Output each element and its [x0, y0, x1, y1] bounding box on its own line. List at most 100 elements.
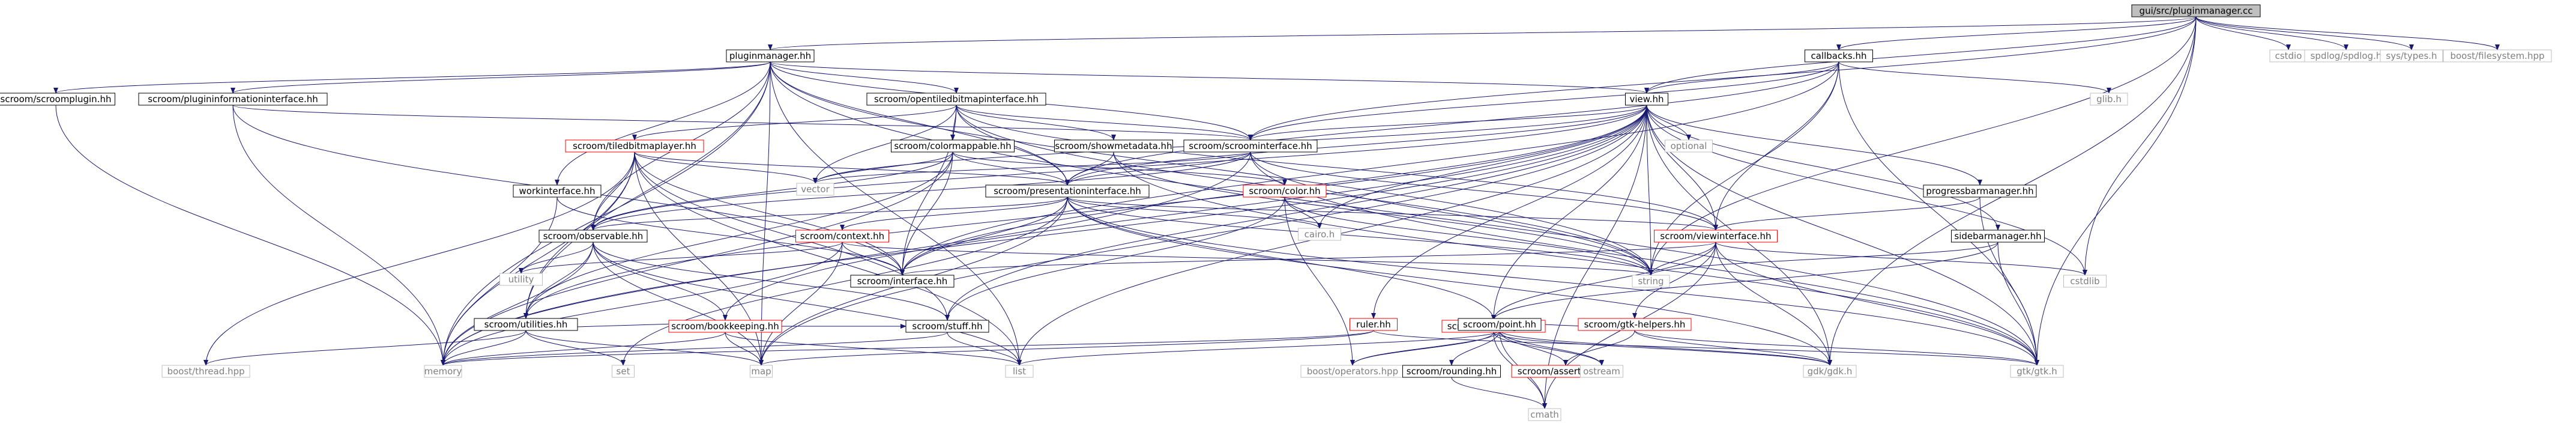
edge-pluginmanager-hh-to-workinterface-hh: [555, 61, 771, 186]
edge-scroom-colormappable-hh-to-memory: [441, 151, 953, 366]
edge-scroom-viewinterface-hh-to-gdk-gdk-h: [1715, 242, 1832, 366]
node-sidebarmanager-hh[interactable]: sidebarmanager.hh: [1951, 230, 2045, 243]
edge-scroom-presentationinterface-hh-to-cairo-h: [1067, 196, 1322, 229]
node-boost-thread-hpp[interactable]: boost/thread.hpp: [161, 365, 250, 378]
edge-scroom-scroominterface-hh-to-scroom-observable-hh: [591, 151, 1251, 231]
node-label: callbacks.hh: [1811, 50, 1866, 61]
edge-scroom-presentationinterface-hh-to-scroom-observable-hh: [591, 196, 1068, 231]
node-list[interactable]: list: [1005, 365, 1034, 378]
edge-scroom-opentiledbitmapinterface-hh-to-scroom-tiledbitmaplayer-hh: [632, 105, 957, 141]
node-callbacks-hh[interactable]: callbacks.hh: [1805, 49, 1873, 62]
node-ostream[interactable]: ostream: [1580, 365, 1623, 378]
node-box: [1803, 365, 1857, 378]
edge-sidebarmanager-hh-to-string: [1648, 242, 1998, 276]
edge-view-hh-to-sidebarmanager-hh: [1646, 105, 2000, 231]
edge-view-hh-to-string: [1646, 105, 1653, 276]
node-boost-operators-hpp[interactable]: boost/operators.hpp: [1300, 365, 1405, 378]
node-scroom-tiledbitmaplayer-hh[interactable]: scroom/tiledbitmaplayer.hh: [565, 139, 704, 153]
node-scroom-viewinterface-hh[interactable]: scroom/viewinterface.hh: [1654, 230, 1778, 243]
edge-scroom-tiledbitmaplayer-hh-to-scroom-interface-hh: [634, 151, 905, 276]
node-label: scroom/scroomplugin.hh: [1, 94, 112, 105]
edge-scroom-scroomplugin-hh-to-memory: [55, 105, 445, 366]
node-vector[interactable]: vector: [796, 183, 834, 196]
edge-scroom-opentiledbitmapinterface-hh-to-scroom-scroominterface-hh: [956, 105, 1253, 141]
edge-view-hh-to-progressbarmanager-hh: [1646, 105, 1982, 186]
node-optional[interactable]: optional: [1665, 139, 1713, 153]
node-set[interactable]: set: [612, 365, 635, 378]
node-cairo-h[interactable]: cairo.h: [1298, 228, 1341, 241]
node-string[interactable]: string: [1632, 275, 1670, 288]
node-cstdio[interactable]: cstdio: [2269, 49, 2308, 62]
node-scroom-gtk-helpers-hh[interactable]: scroom/gtk-helpers.hh: [1578, 318, 1692, 331]
node-label: scroom/color.hh: [1249, 186, 1320, 196]
node-label: boost/thread.hpp: [167, 366, 244, 377]
node-scroom-plugininformationinterface-hh[interactable]: scroom/plugininformationinterface.hh: [138, 93, 328, 106]
node-gui-src-pluginmanager-cc[interactable]: gui/src/pluginmanager.cc: [2131, 4, 2261, 17]
node-scroom-context-hh[interactable]: scroom/context.hh: [795, 230, 889, 243]
edge-scroom-context-hh-to-map: [759, 242, 843, 366]
node-progressbarmanager-hh[interactable]: progressbarmanager.hh: [1923, 184, 2037, 198]
node-box: [1654, 230, 1778, 243]
node-box: [513, 184, 602, 198]
node-boost-filesystem-hpp[interactable]: boost/filesystem.hpp: [2443, 49, 2552, 62]
node-label: gui/src/pluginmanager.cc: [2140, 5, 2253, 16]
edge-scroom-presentationinterface-hh-to-scroom-interface-hh: [900, 196, 1068, 276]
node-scroom-presentationinterface-hh[interactable]: scroom/presentationinterface.hh: [985, 184, 1150, 198]
node-pluginmanager-hh[interactable]: pluginmanager.hh: [726, 49, 815, 62]
edge-view-hh-to-cstdlib: [1646, 105, 2087, 276]
node-sys-types-h[interactable]: sys/types.h: [2380, 49, 2443, 62]
edge-scroom-context-hh-to-utility: [519, 242, 843, 274]
edge-scroom-colormappable-hh-to-scroom-color-hh: [952, 151, 1287, 186]
node-box: [1458, 318, 1542, 331]
node-scroom-bookkeeping-hh[interactable]: scroom/bookkeeping.hh: [668, 320, 782, 333]
edge-scroom-color-hh-to-string: [1284, 196, 1653, 276]
edge-pluginmanager-hh-to-memory: [441, 61, 771, 366]
edge-scroom-stuff-hh-to-list: [947, 332, 1022, 366]
node-view-hh[interactable]: view.hh: [1625, 93, 1668, 106]
edge-gui-src-pluginmanager-cc-to-string: [1648, 16, 2197, 276]
node-glib-h[interactable]: glib.h: [2090, 93, 2128, 106]
node-box: [1298, 228, 1341, 241]
node-label: scroom/rounding.hh: [1407, 366, 1497, 377]
node-memory[interactable]: memory: [424, 365, 462, 378]
edge-callbacks-hh-to-glib-h: [1838, 61, 2111, 94]
node-scroom-scroomplugin-hh[interactable]: scroom/scroomplugin.hh: [0, 93, 115, 106]
node-scroom-colormappable-hh[interactable]: scroom/colormappable.hh: [891, 139, 1015, 153]
edge-scroom-viewinterface-hh-to-scroom-rectangle-hh: [1491, 242, 1716, 321]
node-utility[interactable]: utility: [499, 273, 543, 286]
node-spdlog-spdlog-h[interactable]: spdlog/spdlog.h: [2304, 49, 2388, 62]
node-label: ostream: [1583, 366, 1620, 377]
node-ruler-hh[interactable]: ruler.hh: [1350, 318, 1398, 331]
node-box: [538, 230, 648, 243]
node-scroom-color-hh[interactable]: scroom/color.hh: [1243, 184, 1327, 198]
node-cmath[interactable]: cmath: [1528, 408, 1561, 421]
node-scroom-showmetadata-hh[interactable]: scroom/showmetadata.hh: [1054, 139, 1173, 153]
edge-pluginmanager-hh-to-map: [759, 61, 771, 366]
node-scroom-scroominterface-hh[interactable]: scroom/scroominterface.hh: [1183, 139, 1318, 153]
node-scroom-utilities-hh[interactable]: scroom/utilities.hh: [474, 318, 578, 331]
node-box: [0, 93, 115, 106]
node-label: spdlog/spdlog.h: [2311, 50, 2382, 61]
edges-layer: [53, 16, 2500, 409]
node-scroom-opentiledbitmapinterface-hh[interactable]: scroom/opentiledbitmapinterface.hh: [866, 93, 1046, 106]
node-scroom-interface-hh[interactable]: scroom/interface.hh: [850, 275, 955, 288]
node-box: [796, 183, 834, 196]
node-box: [2380, 49, 2443, 62]
node-label: pluginmanager.hh: [729, 50, 811, 61]
edge-scroom-gtk-helpers-hh-to-gdk-gdk-h: [1634, 330, 1832, 366]
node-gtk-gtk-h[interactable]: gtk/gtk.h: [2010, 365, 2064, 378]
node-gdk-gdk-h[interactable]: gdk/gdk.h: [1803, 365, 1857, 378]
node-scroom-observable-hh[interactable]: scroom/observable.hh: [538, 230, 648, 243]
node-scroom-stuff-hh[interactable]: scroom/stuff.hh: [905, 320, 989, 333]
node-cstdlib[interactable]: cstdlib: [2063, 275, 2107, 288]
edge-view-hh-to-scroom-rectangle-hh: [1491, 105, 1647, 321]
node-map[interactable]: map: [750, 365, 773, 378]
edge-gui-src-pluginmanager-cc-to-gtk-gtk-h: [2035, 16, 2197, 366]
node-scroom-point-hh[interactable]: scroom/point.hh: [1458, 318, 1542, 331]
node-label: cstdlib: [2070, 276, 2099, 287]
edge-view-hh-to-cmath: [1542, 105, 1647, 409]
node-box: [905, 320, 989, 333]
node-workinterface-hh[interactable]: workinterface.hh: [513, 184, 602, 198]
node-scroom-rounding-hh[interactable]: scroom/rounding.hh: [1402, 365, 1501, 378]
node-label: scroom/scroominterface.hh: [1189, 141, 1312, 151]
